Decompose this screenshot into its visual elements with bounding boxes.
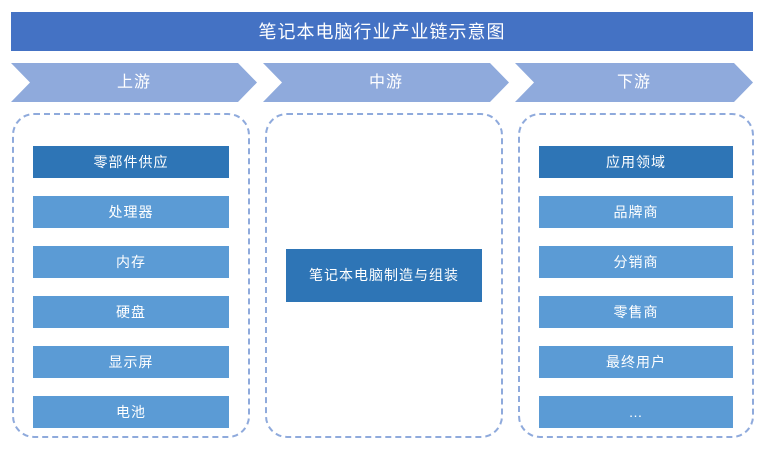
- chevron-upstream[interactable]: 上游: [11, 63, 257, 102]
- downstream-header-box[interactable]: 应用领域: [539, 146, 733, 178]
- chevron-midstream[interactable]: 中游: [263, 63, 509, 102]
- chevron-downstream[interactable]: 下游: [515, 63, 753, 102]
- stage-chevron-band: 上游 中游 下游: [11, 63, 753, 102]
- upstream-item-harddisk[interactable]: 硬盘: [33, 296, 229, 328]
- chevron-upstream-label: 上游: [116, 73, 151, 91]
- chevron-midstream-label: 中游: [368, 73, 403, 91]
- column-upstream-list: 零部件供应 处理器 内存 硬盘 显示屏 电池: [33, 146, 229, 436]
- downstream-item-brand[interactable]: 品牌商: [539, 196, 733, 228]
- downstream-item-distributor[interactable]: 分销商: [539, 246, 733, 278]
- column-downstream-list: 应用领域 品牌商 分销商 零售商 最终用户 …: [539, 146, 733, 436]
- downstream-item-enduser[interactable]: 最终用户: [539, 346, 733, 378]
- upstream-item-memory[interactable]: 内存: [33, 246, 229, 278]
- upstream-item-processor[interactable]: 处理器: [33, 196, 229, 228]
- upstream-item-battery[interactable]: 电池: [33, 396, 229, 428]
- page-title-banner: 笔记本电脑行业产业链示意图: [11, 12, 753, 51]
- upstream-header-box[interactable]: 零部件供应: [33, 146, 229, 178]
- page-title: 笔记本电脑行业产业链示意图: [258, 21, 506, 42]
- upstream-item-display[interactable]: 显示屏: [33, 346, 229, 378]
- column-midstream-list: 笔记本电脑制造与组装: [286, 115, 482, 436]
- column-midstream: 笔记本电脑制造与组装: [265, 113, 503, 438]
- downstream-item-more[interactable]: …: [539, 396, 733, 428]
- midstream-core-box[interactable]: 笔记本电脑制造与组装: [286, 249, 482, 302]
- column-downstream: 应用领域 品牌商 分销商 零售商 最终用户 …: [518, 113, 754, 438]
- chevron-downstream-label: 下游: [616, 73, 651, 91]
- column-upstream: 零部件供应 处理器 内存 硬盘 显示屏 电池: [12, 113, 250, 438]
- downstream-item-retailer[interactable]: 零售商: [539, 296, 733, 328]
